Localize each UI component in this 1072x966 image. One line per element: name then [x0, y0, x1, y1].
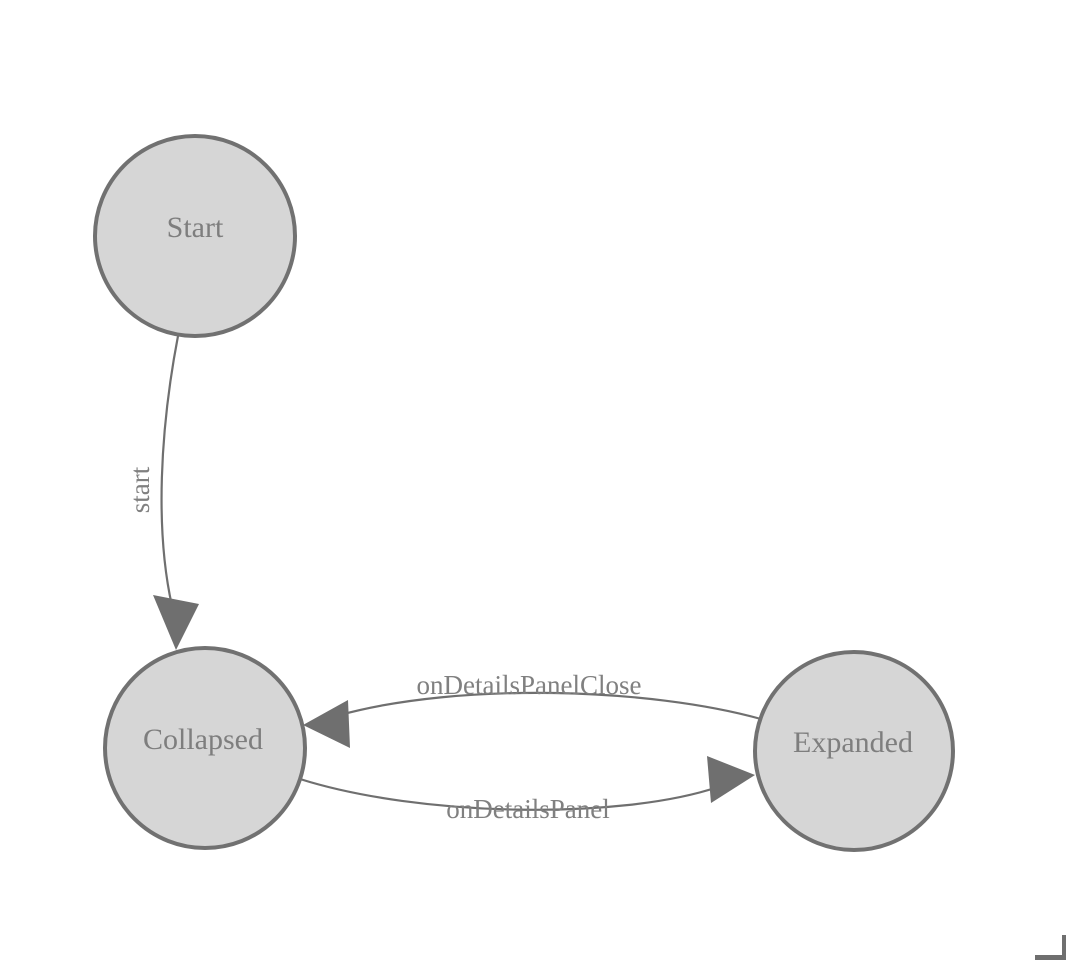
edge-collapsed-to-expanded[interactable] [299, 756, 755, 811]
node-collapsed-circle [103, 646, 307, 850]
edge-start-to-collapsed[interactable] [153, 335, 199, 650]
edge-expanded-to-collapsed[interactable] [303, 691, 762, 748]
node-start[interactable]: Start [93, 134, 297, 338]
edge-path-collapsed-to-expanded [299, 777, 719, 811]
corner-mark [1035, 935, 1066, 960]
node-expanded-circle [753, 650, 955, 852]
node-collapsed[interactable]: Collapsed [103, 646, 307, 850]
corner-mark-right-edge [1062, 935, 1066, 960]
node-expanded[interactable]: Expanded [753, 650, 955, 852]
edge-label-start: start [125, 466, 155, 513]
edge-path-start-to-collapsed [160, 335, 180, 607]
node-expanded-label: Expanded [793, 726, 913, 759]
arrowhead-collapsed-to-expanded [707, 756, 755, 803]
edge-path-expanded-to-collapsed [339, 691, 762, 721]
node-start-label: Start [167, 211, 224, 244]
edge-label-on-details-panel: onDetailsPanel [446, 794, 609, 824]
arrowhead-start-to-collapsed [153, 595, 199, 650]
node-start-circle [93, 134, 297, 338]
edge-label-on-details-panel-close: onDetailsPanelClose [417, 670, 642, 700]
corner-mark-bottom-edge [1035, 955, 1066, 960]
node-collapsed-label: Collapsed [143, 723, 263, 756]
arrowhead-expanded-to-collapsed [303, 700, 350, 748]
